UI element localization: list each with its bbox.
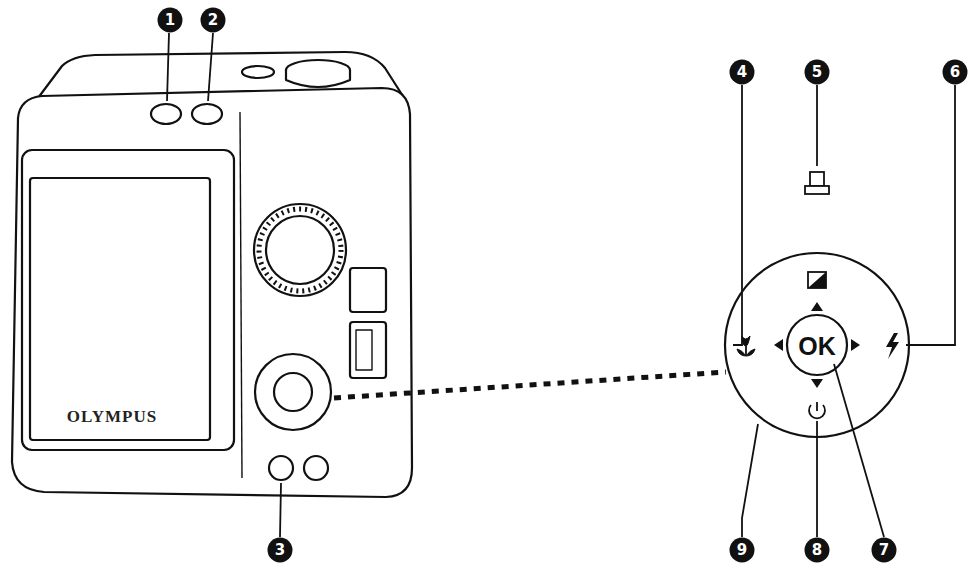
port-cover <box>350 268 386 312</box>
print-icon <box>805 172 829 194</box>
zoom-indicator <box>334 372 726 398</box>
exposure-icon <box>808 272 826 288</box>
button <box>269 456 293 480</box>
callout-number: 6 <box>950 65 960 80</box>
panel-edge <box>240 112 242 478</box>
callout-number: 9 <box>737 543 747 558</box>
d-pad <box>255 354 331 430</box>
wheel-knurl <box>259 209 341 291</box>
button <box>304 456 328 480</box>
callout-number: 5 <box>812 65 822 80</box>
zoom-wheel <box>266 216 334 284</box>
port-cover <box>350 322 386 378</box>
button <box>151 104 181 124</box>
button <box>192 104 222 124</box>
ok-button <box>274 373 312 411</box>
camera-body <box>12 88 412 497</box>
lcd-screen <box>30 178 210 440</box>
callout-number: 3 <box>275 543 285 558</box>
strap-lug <box>356 330 372 370</box>
flash-icon <box>886 333 899 359</box>
zoom-wheel <box>254 204 346 296</box>
d-pad-detail <box>725 253 909 437</box>
screen-bezel <box>22 150 234 450</box>
callout-number: 4 <box>737 65 747 80</box>
callout-disc <box>158 8 968 563</box>
brand-logo: OLYMPUS <box>67 408 157 425</box>
macro-icon <box>737 336 755 356</box>
callout-number: 7 <box>879 543 889 558</box>
arrow-marks <box>774 302 860 388</box>
ok-button-detail <box>787 315 847 375</box>
callout-number: 1 <box>165 13 175 28</box>
callout-number: 8 <box>812 543 822 558</box>
leader-line <box>167 33 955 537</box>
shutter-button <box>242 66 274 78</box>
top-dial <box>286 70 350 87</box>
callout-number: 2 <box>208 13 218 28</box>
timer-icon <box>809 402 825 418</box>
button-label: OK <box>798 334 836 359</box>
